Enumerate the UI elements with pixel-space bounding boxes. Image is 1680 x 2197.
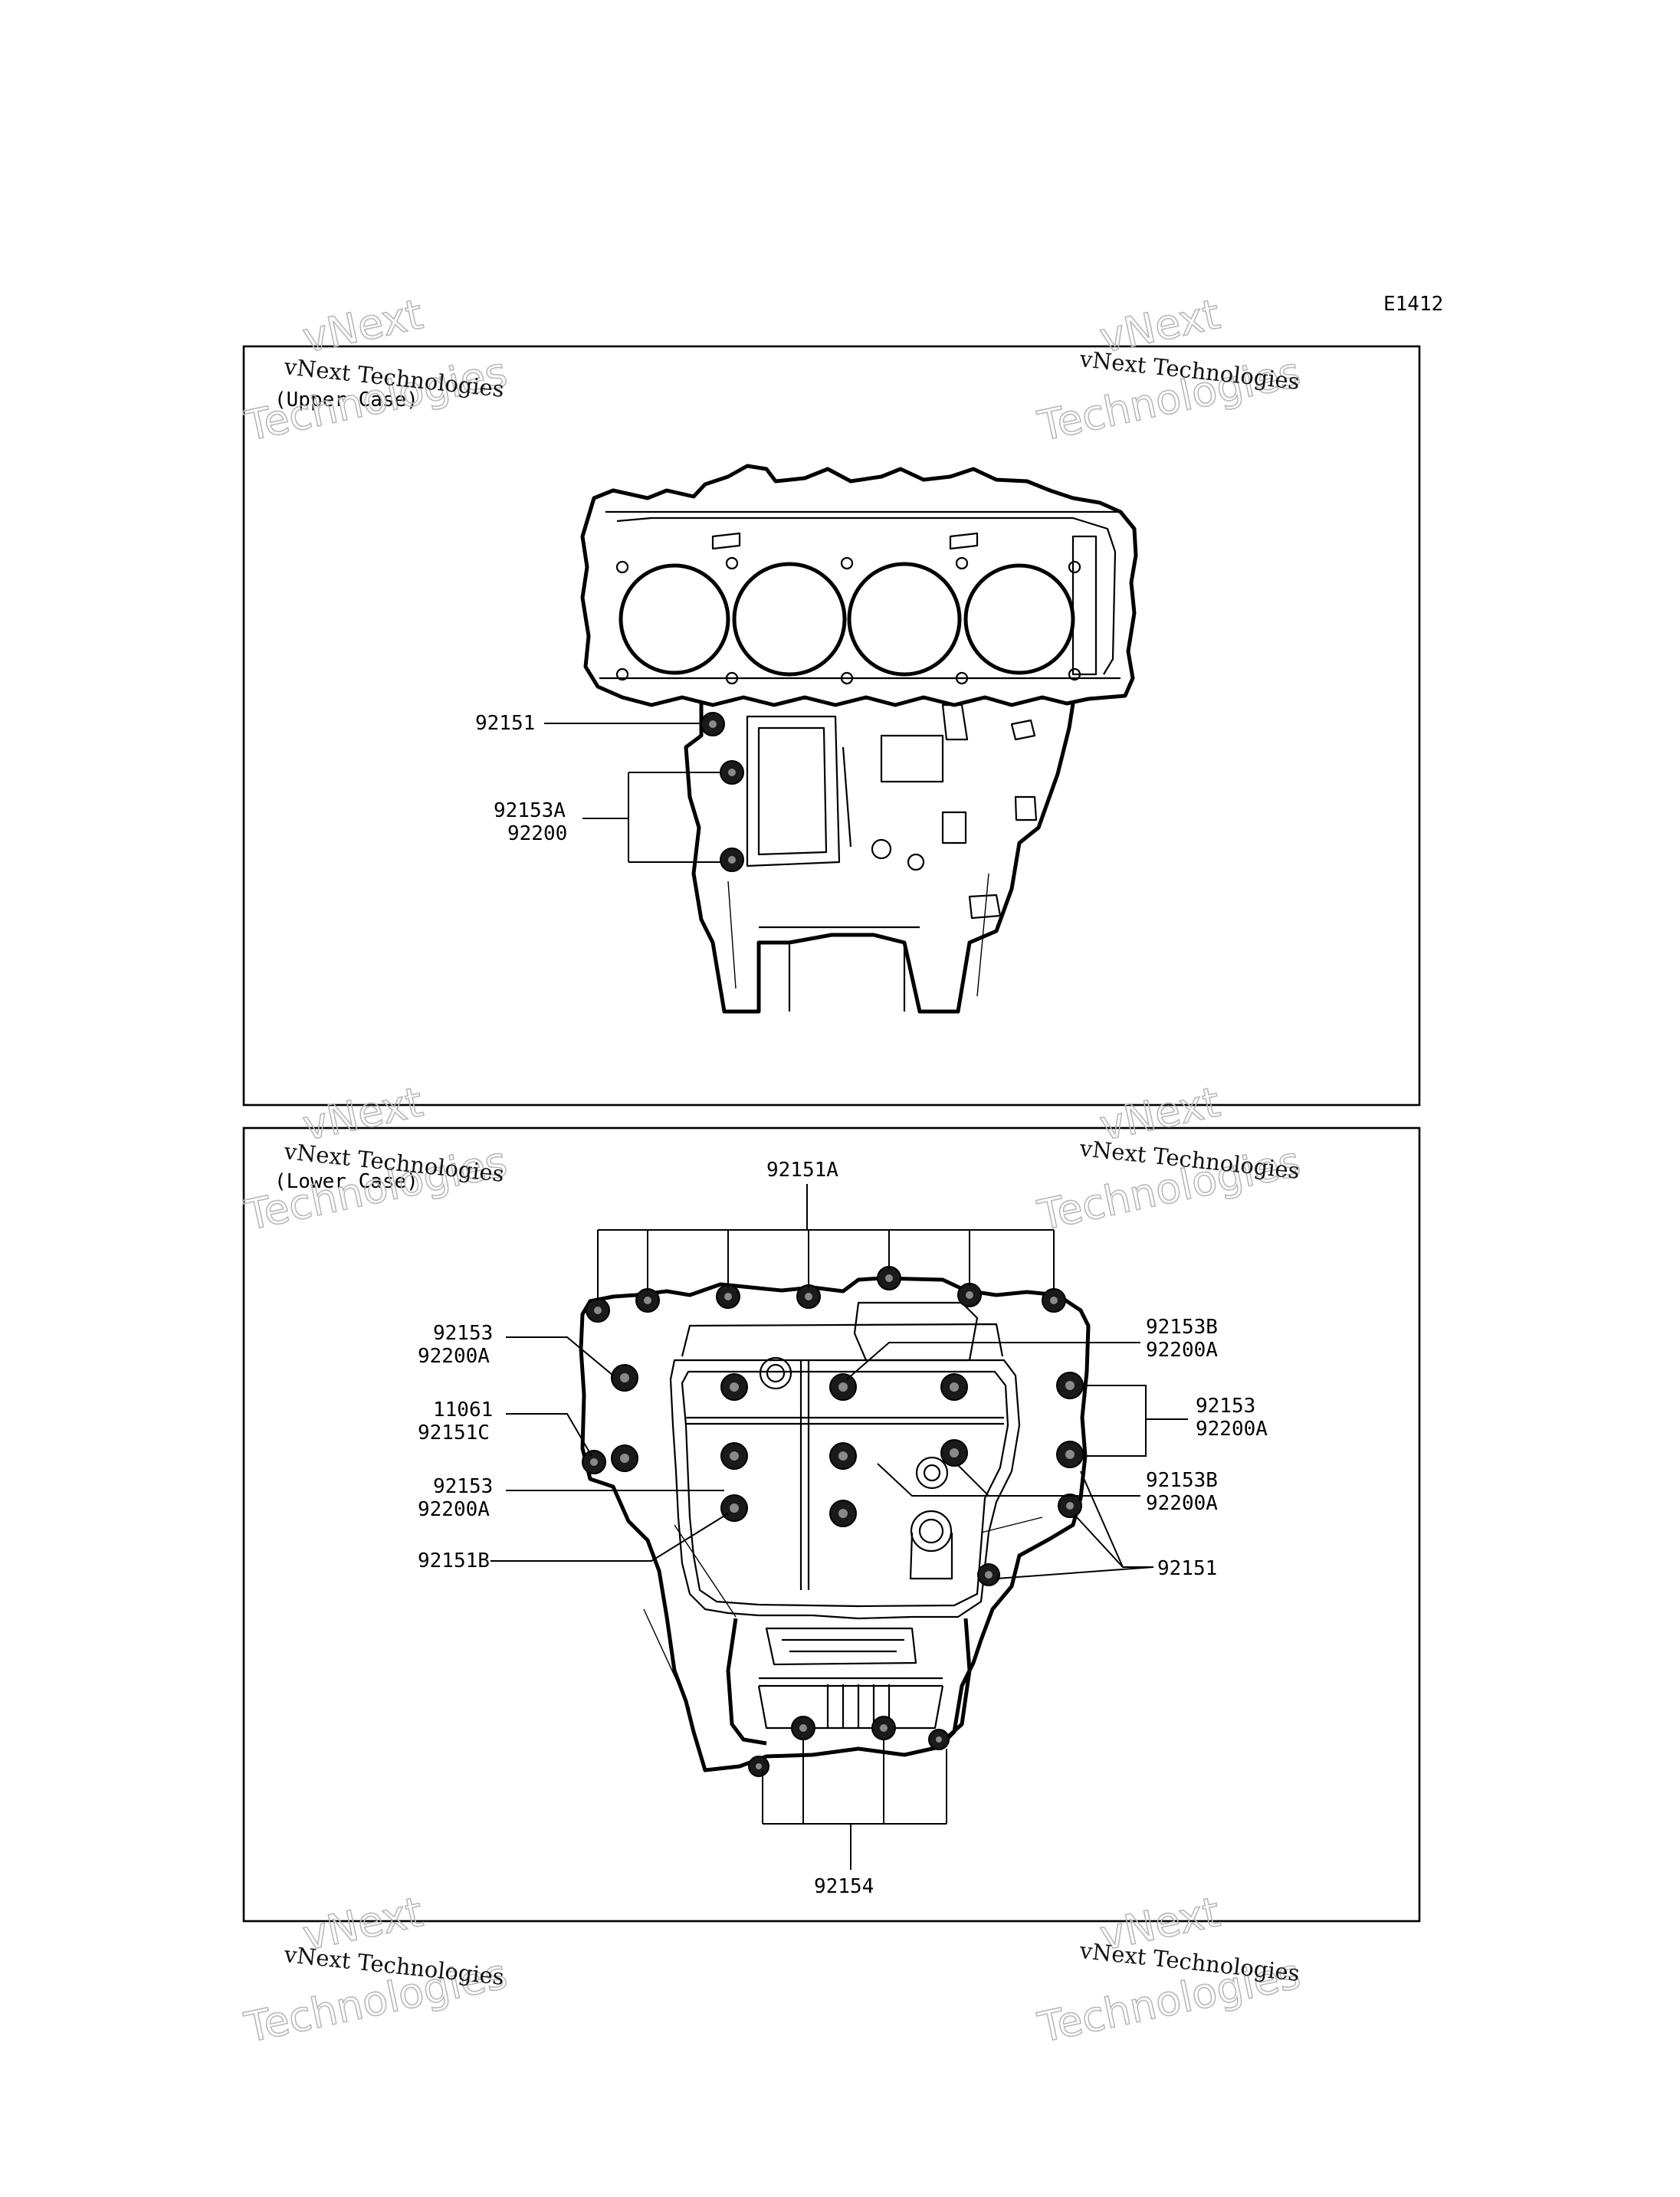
callout-right-92153B: 92153B <box>1146 1316 1218 1339</box>
callout-92153A: 92153A <box>494 799 566 822</box>
lower-case-bolts <box>582 1266 1084 1777</box>
lower-case-panel: (Lower Case) <box>240 1077 1421 1923</box>
upper-panel-caption: (Upper Case) <box>274 389 418 412</box>
upper-case-bolts <box>701 712 744 872</box>
lower-callouts: 92151A 92153 92200A 11061 92151C 92153 9… <box>418 1159 1268 1898</box>
callout-right-92153: 92153 <box>1196 1395 1255 1418</box>
callout-left-92200A: 92200A <box>418 1345 490 1368</box>
callout-right-92200A-mid: 92200A <box>1196 1418 1268 1441</box>
watermark-outline-top: vNext <box>299 290 427 362</box>
watermark-outline-top: vNext <box>299 1077 427 1149</box>
callout-11061: 11061 <box>433 1399 493 1421</box>
diagram-code: E1412 <box>1383 293 1443 316</box>
lower-crankcase-drawing <box>579 1266 1091 1777</box>
page-bottom-watermarks: vNext Technologies vNext Technologies vN… <box>240 1887 1305 2052</box>
callout-92200: 92200 <box>507 822 567 845</box>
callout-right-92153B-lower: 92153B <box>1146 1469 1218 1492</box>
callout-right-92200A: 92200A <box>1146 1339 1218 1362</box>
upper-panel-frame <box>242 345 1421 1107</box>
lower-panel-caption: (Lower Case) <box>274 1170 418 1193</box>
upper-case-panel: (Upper Case) <box>240 289 1421 1107</box>
callout-left-92200A-lower: 92200A <box>418 1498 490 1521</box>
callout-left-92153: 92153 <box>433 1322 493 1345</box>
callout-92151C: 92151C <box>418 1421 490 1444</box>
callout-right-92151: 92151 <box>1157 1557 1217 1580</box>
upper-callouts: 92151 92153A 92200 <box>475 712 720 863</box>
callout-92151A: 92151A <box>766 1159 838 1182</box>
lower-panel-frame <box>242 1126 1421 1923</box>
callout-92154: 92154 <box>814 1875 874 1898</box>
callout-right-92200A-lower: 92200A <box>1146 1492 1218 1515</box>
upper-crankcase-drawing <box>580 464 1138 1014</box>
callout-92151: 92151 <box>475 712 535 735</box>
stud-holes <box>615 556 1081 685</box>
callout-left-92153-lower: 92153 <box>433 1475 493 1498</box>
upper-watermarks: vNext Technologies vNext Technologies vN… <box>240 289 1305 451</box>
callout-92151B: 92151B <box>418 1549 490 1572</box>
